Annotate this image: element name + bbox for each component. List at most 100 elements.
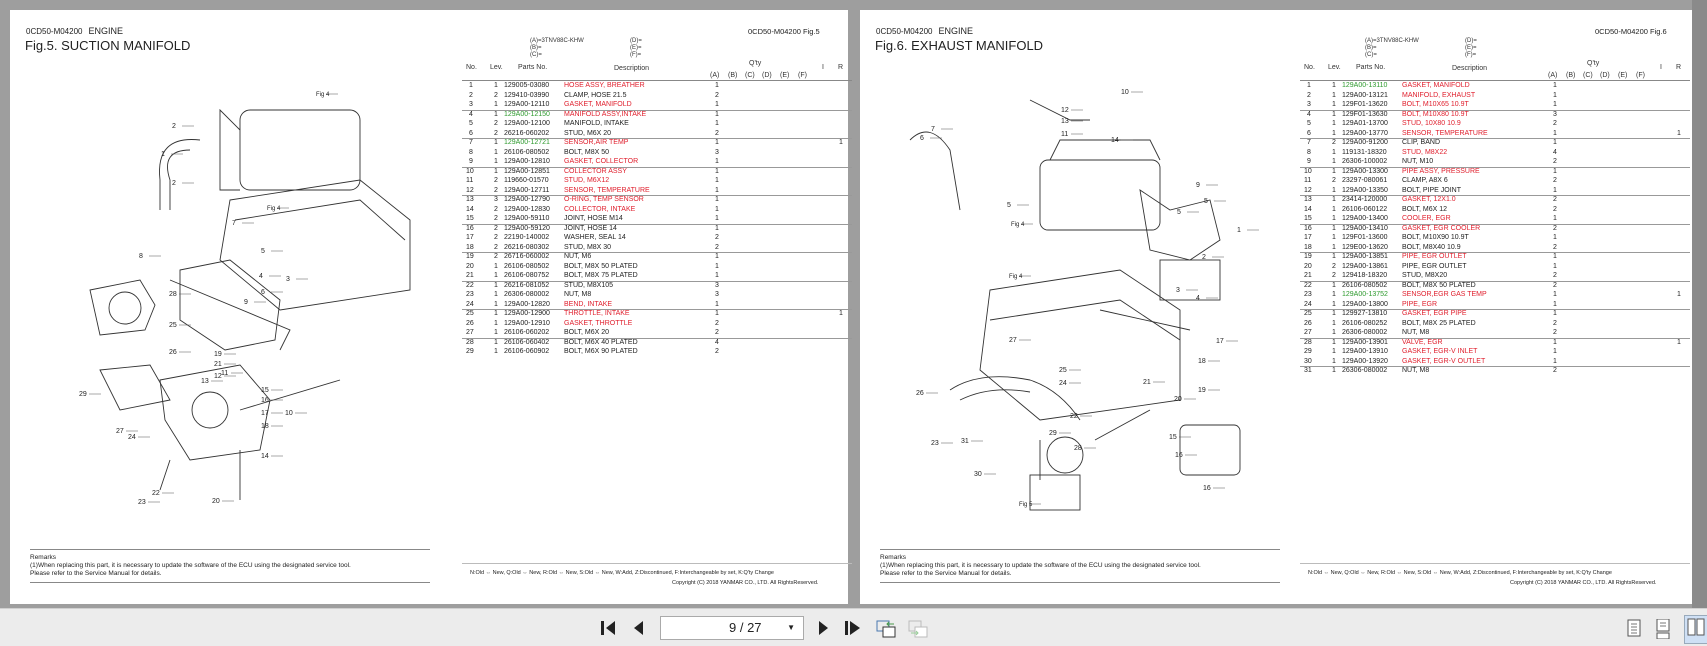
row-no: 4 [469, 110, 473, 118]
previous-view-button[interactable] [876, 619, 898, 644]
callout-label: 20 [212, 498, 220, 505]
row-qty-a: 1 [715, 272, 719, 279]
page-number-select[interactable]: 9 / 27 ▼ [660, 616, 804, 640]
header-qty-c: (C) [745, 72, 755, 79]
previous-page-button[interactable] [632, 619, 646, 642]
row-no: 29 [466, 348, 474, 355]
row-no: 12 [1304, 186, 1312, 194]
row-no: 8 [1307, 148, 1311, 156]
row-no: 29 [1304, 348, 1312, 355]
single-page-icon [1627, 619, 1641, 637]
row-description: BOLT, M8X 50 PLATED [1402, 281, 1476, 289]
callout-label: 3 [286, 276, 290, 283]
callout-label: 11 [221, 370, 228, 377]
callout-label: 27 [1009, 337, 1017, 344]
two-page-view-button[interactable] [1684, 615, 1707, 644]
row-qty-a: 3 [715, 148, 719, 156]
row-level: 1 [1332, 319, 1336, 327]
next-view-button[interactable] [908, 619, 930, 644]
group-divider [1300, 195, 1690, 196]
row-part-number: 129A00-13861 [1342, 262, 1388, 270]
row-no: 22 [1304, 281, 1312, 289]
row-no: 1 [469, 82, 473, 89]
header-qty: Q'ty [1587, 60, 1600, 67]
header-qty-f: (F) [1636, 72, 1645, 79]
continuous-view-button[interactable] [1656, 618, 1670, 644]
last-page-button[interactable] [844, 619, 862, 642]
row-level: 1 [494, 329, 498, 336]
next-page-button[interactable] [816, 619, 830, 642]
single-page-view-button[interactable] [1627, 619, 1641, 642]
model-d: (D)= [1465, 38, 1477, 44]
callout-label: 18 [261, 423, 269, 430]
first-page-button[interactable] [600, 619, 618, 642]
diagram-part-outline [1046, 436, 1084, 474]
row-qty-a: 1 [715, 205, 719, 213]
row-description: CLIP, BAND [1402, 139, 1440, 146]
row-description: BOLT, M8X 50 PLATED [564, 262, 638, 270]
vertical-scrollbar[interactable] [1692, 0, 1707, 608]
row-qty-a: 2 [715, 319, 719, 327]
